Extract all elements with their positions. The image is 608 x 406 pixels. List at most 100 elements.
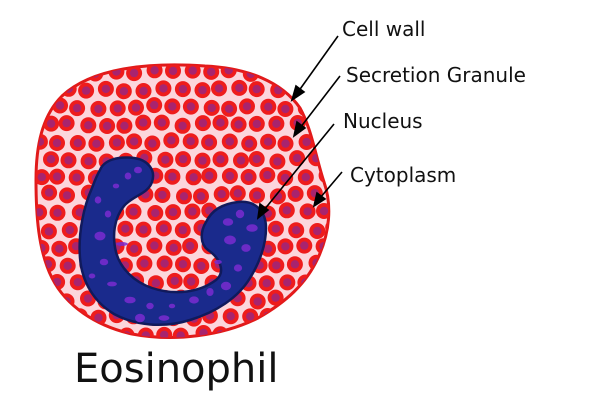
granule-core xyxy=(52,138,62,148)
granule-core xyxy=(351,227,359,235)
secretion-granule xyxy=(69,64,86,80)
granule-core xyxy=(310,118,319,127)
granule-core xyxy=(283,278,292,287)
granule-core xyxy=(226,312,235,321)
granule-core xyxy=(311,85,320,94)
granule-core xyxy=(186,102,196,111)
granule-core xyxy=(73,67,83,77)
secretion-granule xyxy=(307,290,324,306)
secretion-granule xyxy=(299,307,316,323)
granule-core xyxy=(198,118,208,128)
granule-core xyxy=(224,104,234,114)
granule-core xyxy=(281,173,290,183)
pointer-arrows xyxy=(256,35,343,220)
granule-core xyxy=(252,119,261,129)
label-secretion-granule: Secretion Granule xyxy=(346,63,526,87)
granule-core xyxy=(281,104,290,114)
secretion-granule xyxy=(344,292,360,308)
secretion-granule xyxy=(49,64,66,79)
granule-core xyxy=(252,84,261,94)
granule-core xyxy=(140,259,149,268)
granule-core xyxy=(271,293,280,302)
granule-core xyxy=(207,67,216,77)
granule-core xyxy=(55,244,64,253)
granule-core xyxy=(83,294,93,303)
granule-core xyxy=(272,119,281,128)
granule-core xyxy=(130,244,139,253)
granule-core xyxy=(150,241,159,250)
arrow-cytoplasm xyxy=(319,171,343,199)
granule-core xyxy=(169,243,178,252)
granule-core xyxy=(246,312,255,321)
granule-core xyxy=(347,260,355,268)
granule-core xyxy=(234,328,244,338)
granule-core xyxy=(73,138,83,148)
granule-core xyxy=(151,279,161,288)
granule-core xyxy=(350,329,358,337)
granule-core xyxy=(102,329,111,338)
granule-core xyxy=(63,261,72,270)
secretion-granule xyxy=(335,238,351,254)
granule-core xyxy=(338,242,346,250)
granule-core xyxy=(329,155,337,163)
granule-core xyxy=(272,329,281,338)
granule-core xyxy=(338,207,346,215)
granule-core xyxy=(139,225,148,234)
secretion-granule xyxy=(278,310,295,327)
arrow-secretion-granule xyxy=(299,75,341,129)
granule-core xyxy=(73,278,83,287)
granule-core xyxy=(300,241,309,250)
granule-core xyxy=(101,84,111,94)
granule-core xyxy=(188,207,197,216)
granule-core xyxy=(340,140,348,148)
granule-core xyxy=(178,260,188,269)
granule-core xyxy=(139,118,148,127)
arrowhead-cell-wall xyxy=(290,84,306,102)
secretion-granule xyxy=(249,325,266,338)
secretion-granule xyxy=(336,136,352,152)
granule-core xyxy=(329,223,337,231)
granule-core xyxy=(94,104,103,114)
granule-core xyxy=(75,208,85,217)
granule-core xyxy=(262,67,271,77)
secretion-granule xyxy=(307,81,324,98)
secretion-granule xyxy=(58,293,75,310)
granule-core xyxy=(262,279,271,288)
granule-core xyxy=(321,66,329,76)
granule-core xyxy=(131,103,141,112)
granule-core xyxy=(112,138,122,147)
secretion-granule xyxy=(268,325,285,338)
granule-core xyxy=(36,101,44,111)
granule-core xyxy=(244,172,253,182)
granule-core xyxy=(62,191,72,200)
arrow-cell-wall xyxy=(297,35,339,93)
secretion-granule xyxy=(98,325,115,338)
granule-core xyxy=(129,137,139,146)
granule-core xyxy=(216,118,225,127)
granule-core xyxy=(235,83,244,93)
granule-core xyxy=(84,121,93,130)
granule-core xyxy=(339,276,347,284)
granule-core xyxy=(320,312,329,321)
granule-core xyxy=(170,276,179,286)
granule-core xyxy=(148,139,157,148)
granule-core xyxy=(196,192,206,201)
granule-core xyxy=(263,170,272,180)
granule-core xyxy=(45,294,54,303)
label-cytoplasm: Cytoplasm xyxy=(350,163,456,187)
granule-core xyxy=(150,100,159,110)
secretion-granule xyxy=(318,134,329,151)
granule-core xyxy=(291,189,300,199)
granule-core xyxy=(168,172,177,181)
granule-core xyxy=(94,313,103,322)
arrowhead-nucleus xyxy=(256,202,270,220)
secretion-granule xyxy=(315,273,329,290)
granule-core xyxy=(178,154,188,164)
granule-core xyxy=(141,331,151,338)
granule-core xyxy=(216,155,225,164)
granule-core xyxy=(46,155,56,164)
granule-core xyxy=(64,156,73,165)
granule-core xyxy=(62,118,71,128)
granule-core xyxy=(273,157,282,166)
secretion-granule xyxy=(42,325,59,338)
